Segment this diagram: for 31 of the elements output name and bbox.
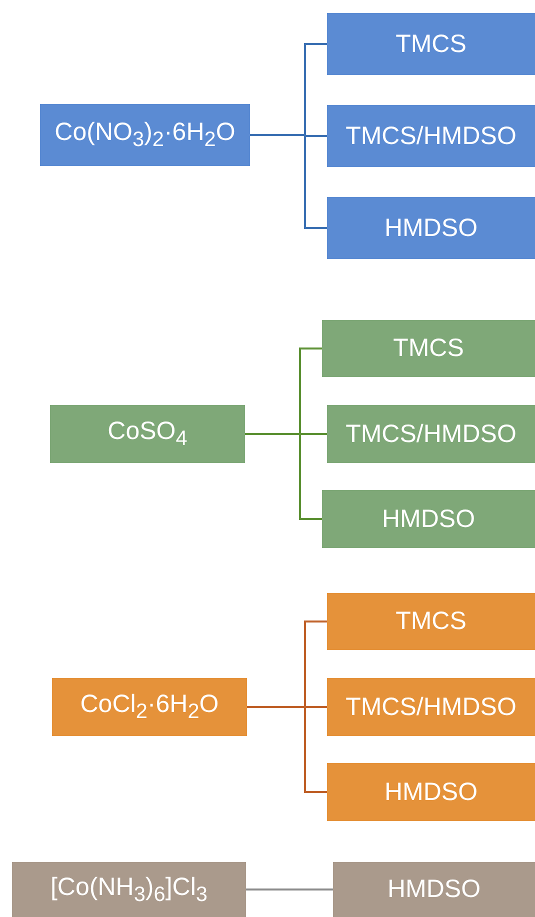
- box: [322, 490, 535, 548]
- box: [327, 763, 535, 821]
- node-label: HMDSO: [384, 214, 478, 242]
- box: [327, 105, 535, 167]
- box: [50, 405, 245, 463]
- node-label: CoCl$_{2}$·6H$_{2}$O: [80, 690, 219, 724]
- node-label: HMDSO: [387, 875, 481, 904]
- node-label: CoSO$_{4}$: [108, 417, 188, 451]
- node-label: TMCS/HMDSO: [346, 122, 516, 150]
- node-label: HMDSO: [384, 778, 478, 806]
- node-label: Co(NO$_{3}$)$_{2}$·6H$_{2}$O: [54, 118, 236, 152]
- box: [327, 13, 535, 75]
- node-label: TMCS: [396, 30, 466, 58]
- connector-line: [246, 888, 333, 890]
- box: [52, 678, 247, 736]
- box: [327, 593, 535, 650]
- node-label: TMCS/HMDSO: [346, 692, 516, 722]
- connector-line: [245, 433, 322, 520]
- connector-line: [247, 706, 327, 793]
- node-label: TMCS: [396, 607, 466, 636]
- box: [40, 104, 250, 166]
- box: [12, 862, 246, 917]
- box: [327, 678, 535, 736]
- node-label: TMCS/HMDSO: [346, 420, 516, 448]
- box: [327, 405, 535, 463]
- box: [327, 197, 535, 259]
- node-label: [Co(NH$_{3}$)$_{6}$]Cl$_{3}$: [50, 872, 208, 906]
- node-label: TMCS: [393, 334, 464, 363]
- box: [333, 862, 535, 917]
- node-label: HMDSO: [382, 504, 476, 534]
- box: [322, 320, 535, 377]
